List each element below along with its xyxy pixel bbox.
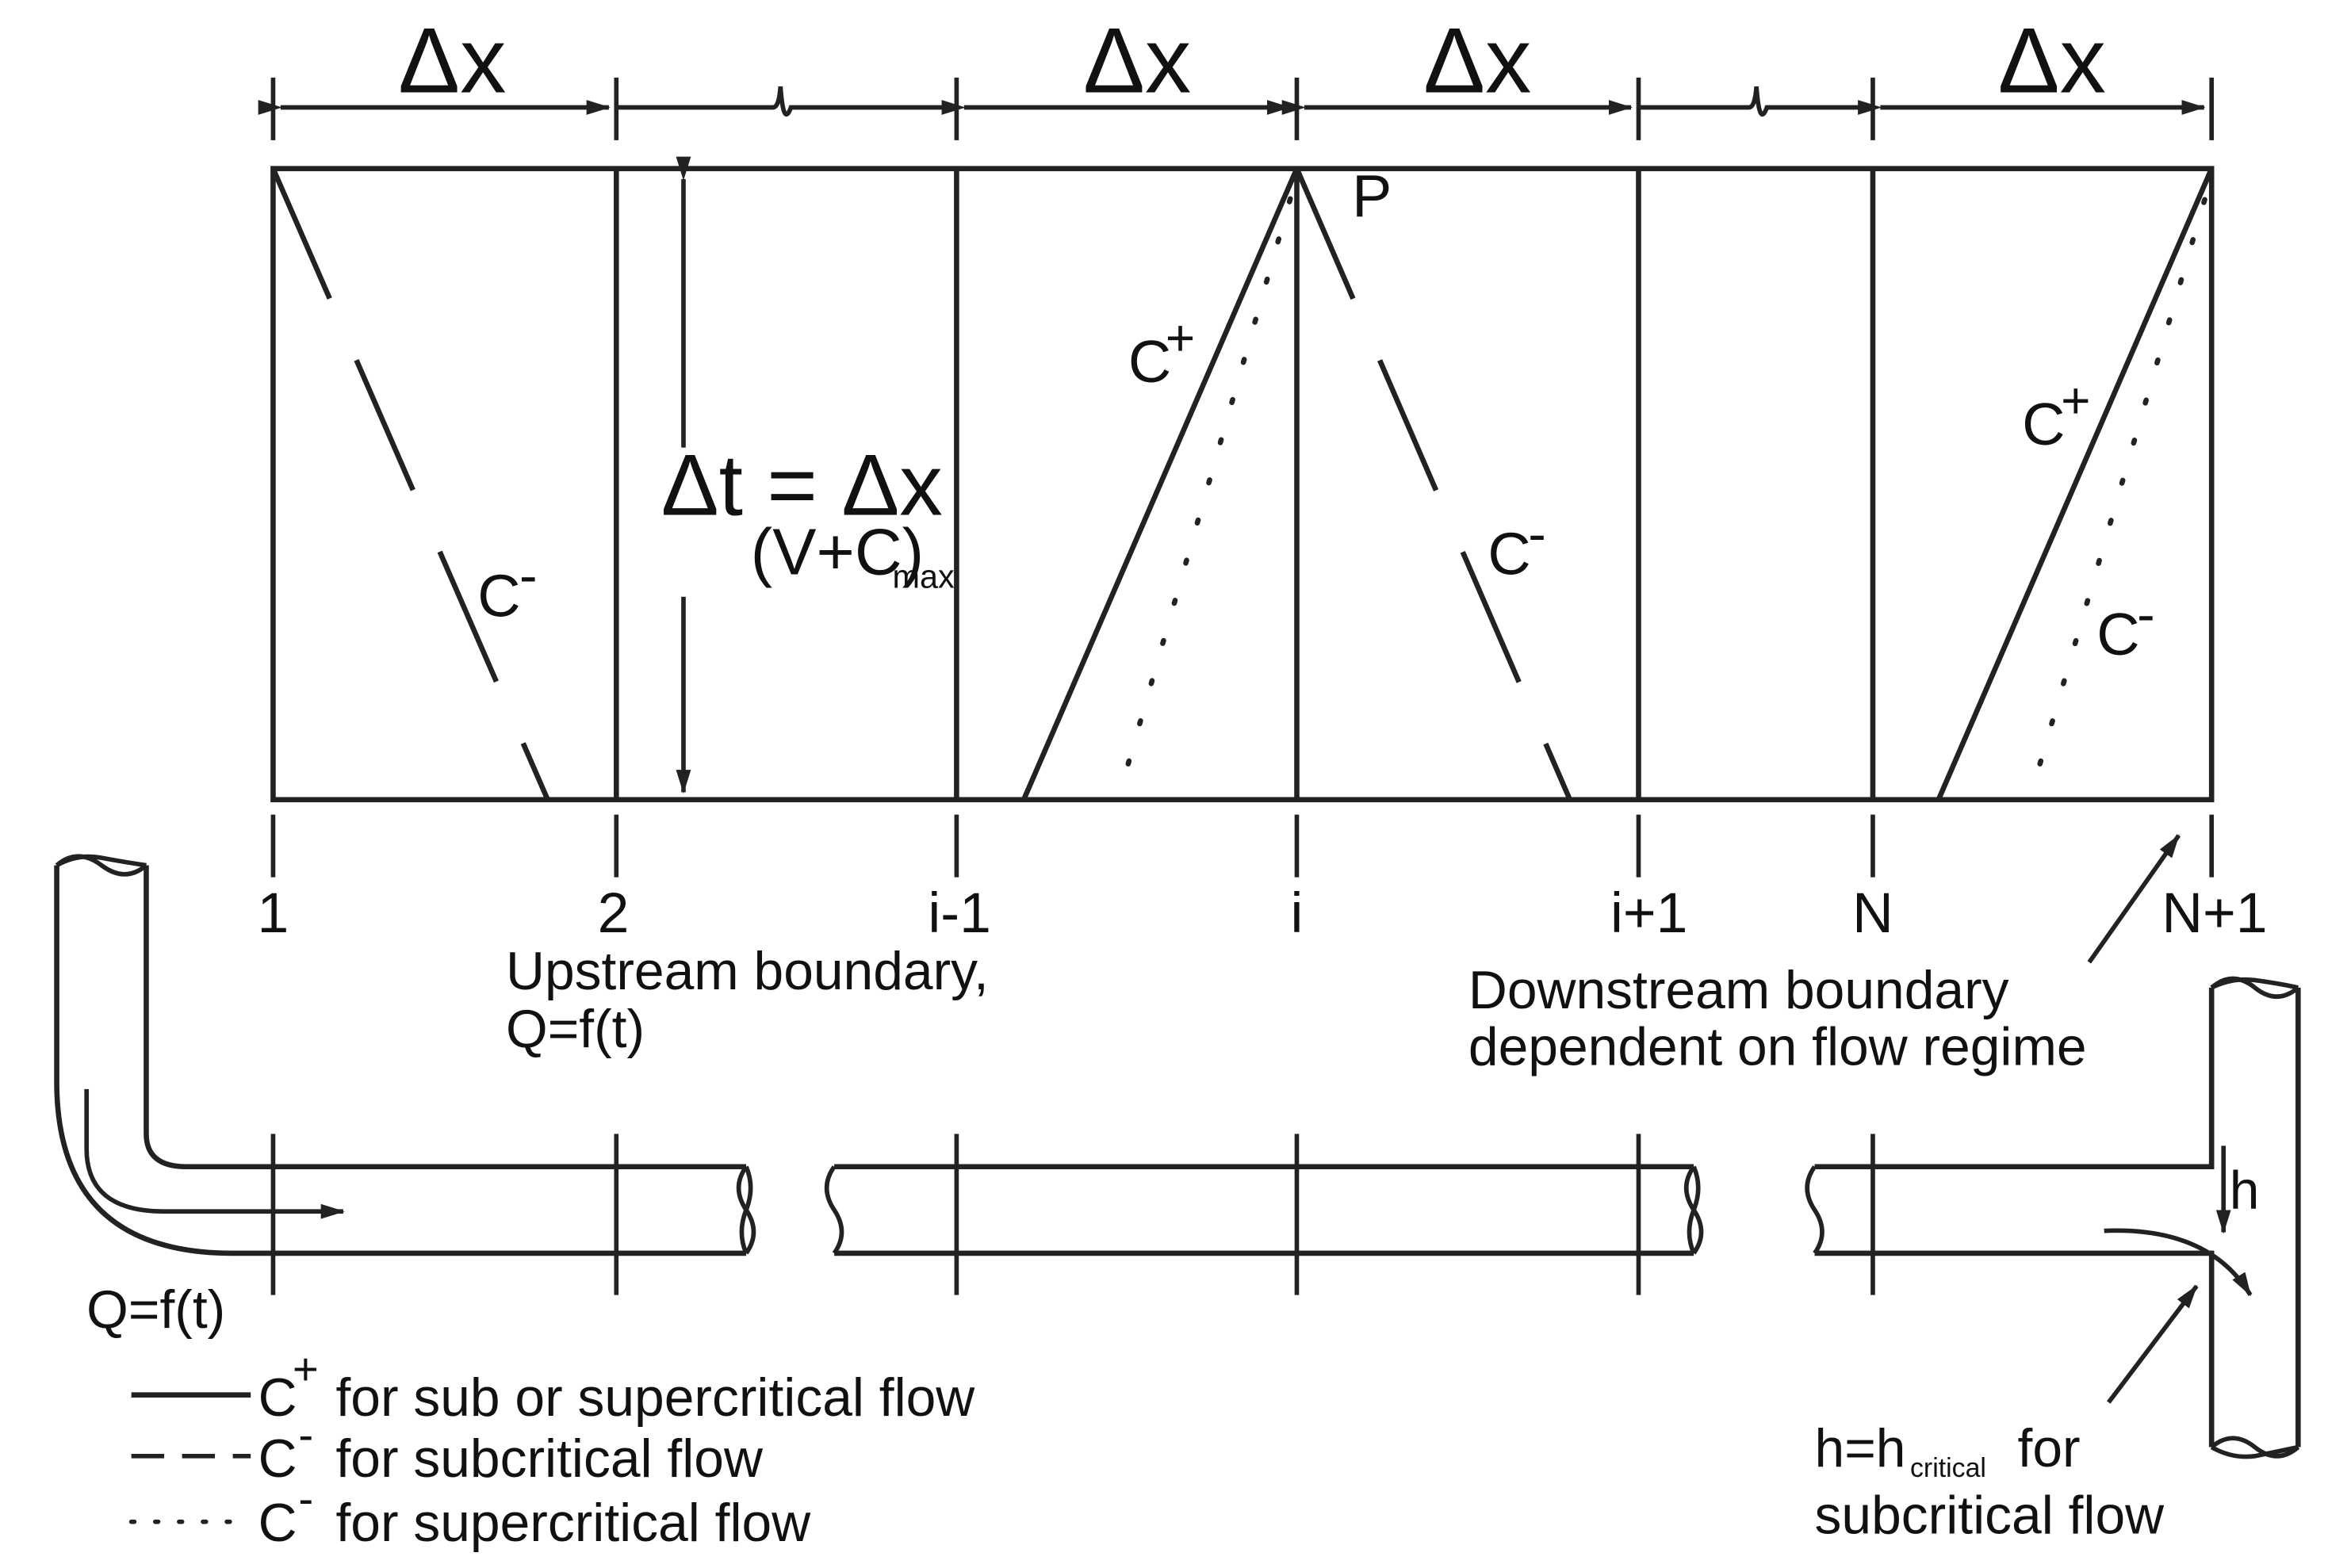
dx-label-2: Δx: [1083, 9, 1191, 113]
c-minus-characteristic-left: [270, 167, 550, 801]
svg-text:C: C: [1488, 521, 1530, 587]
timestep-denominator: (V+C): [751, 515, 925, 589]
dx-label-3: Δx: [1423, 9, 1531, 113]
svg-text:for: for: [2018, 1419, 2081, 1478]
svg-text:C: C: [1128, 328, 1171, 395]
grid-box: [270, 166, 2215, 803]
svg-text:-: -: [1528, 504, 1546, 564]
legend-sup-1: +: [293, 1344, 319, 1394]
c-plus-characteristic-mid: [1021, 167, 1300, 801]
c-plus-label-mid: C +: [1128, 309, 1195, 395]
c-minus-characteristic-mid: [1294, 167, 1572, 801]
svg-text:h=h: h=h: [1815, 1419, 1906, 1478]
svg-text:+: +: [2061, 372, 2090, 429]
c-minus-label-left: C -: [477, 546, 537, 629]
drop-h-label: h: [2230, 1161, 2260, 1220]
critical-depth-label: h=h critical for subcritical flow: [1815, 1419, 2165, 1546]
dx-label-1: Δx: [398, 9, 506, 113]
node-label-i-1: i-1: [928, 882, 990, 945]
c-plus-label-right: C +: [2022, 372, 2090, 457]
inflow-arrow: [84, 1088, 345, 1219]
downstream-boundary-line2: dependent on flow regime: [1468, 1018, 2087, 1077]
svg-text:critical: critical: [1910, 1453, 1986, 1483]
legend-text-3: for supercritical flow: [335, 1493, 811, 1553]
legend-text-2: for subcritical flow: [335, 1429, 763, 1489]
upstream-riser: [54, 865, 747, 1256]
outflow-arrow: [2104, 1228, 2253, 1297]
svg-text:C: C: [2096, 601, 2139, 667]
legend-symbol-2: C: [258, 1429, 297, 1489]
critical-pointer-arrow: [2107, 1284, 2199, 1404]
dx-label-4: Δx: [1998, 9, 2106, 113]
c-minus-supercritical-right: [2037, 173, 2215, 767]
legend-text-1: for sub or supercritical flow: [335, 1368, 975, 1428]
c-plus-characteristic-right: [1936, 167, 2215, 801]
pipe-system: [54, 854, 2301, 1459]
svg-text:C: C: [477, 562, 520, 629]
break-line-1: [616, 86, 957, 117]
downstream-pointer-arrow: [2087, 834, 2181, 964]
legend-symbol-1: C: [258, 1368, 297, 1428]
node-label-i-plus-1: i+1: [1610, 882, 1687, 945]
inflow-label: Q=f(t): [86, 1280, 225, 1340]
c-minus-supercritical-mid: [1125, 173, 1300, 767]
svg-text:subcritical flow: subcritical flow: [1815, 1486, 2165, 1546]
node-label-2: 2: [598, 882, 630, 945]
point-p-label: P: [1352, 163, 1392, 229]
legend: C + for sub or supercritical flow C - fo…: [128, 1344, 975, 1553]
svg-text:+: +: [1166, 309, 1195, 366]
dimension-row: Δx Δx Δx Δx: [258, 9, 2214, 140]
svg-text:C: C: [2022, 391, 2065, 457]
svg-text:-: -: [2137, 585, 2155, 644]
timestep-equation: Δt = Δx: [661, 437, 943, 534]
node-label-n: N: [1852, 882, 1893, 945]
svg-text:-: -: [519, 546, 538, 606]
downstream-boundary-line1: Downstream boundary: [1468, 961, 2009, 1020]
upstream-boundary-line2: Q=f(t): [506, 1000, 645, 1059]
legend-sup-2: -: [298, 1409, 313, 1459]
node-label-1: 1: [258, 882, 289, 945]
c-minus-label-right: C -: [2096, 585, 2154, 667]
break-line-2: [1638, 86, 1873, 117]
node-axis: 1 2 i-1 i i+1 N N+1: [258, 814, 2268, 945]
upstream-boundary-line1: Upstream boundary,: [506, 942, 989, 1001]
legend-sup-3: -: [298, 1474, 313, 1524]
timestep-denominator-subscript: max: [892, 559, 954, 595]
node-label-i: i: [1291, 882, 1304, 945]
legend-symbol-3: C: [258, 1493, 297, 1553]
c-minus-label-mid: C -: [1488, 504, 1545, 587]
node-label-n-plus-1: N+1: [2161, 882, 2267, 945]
